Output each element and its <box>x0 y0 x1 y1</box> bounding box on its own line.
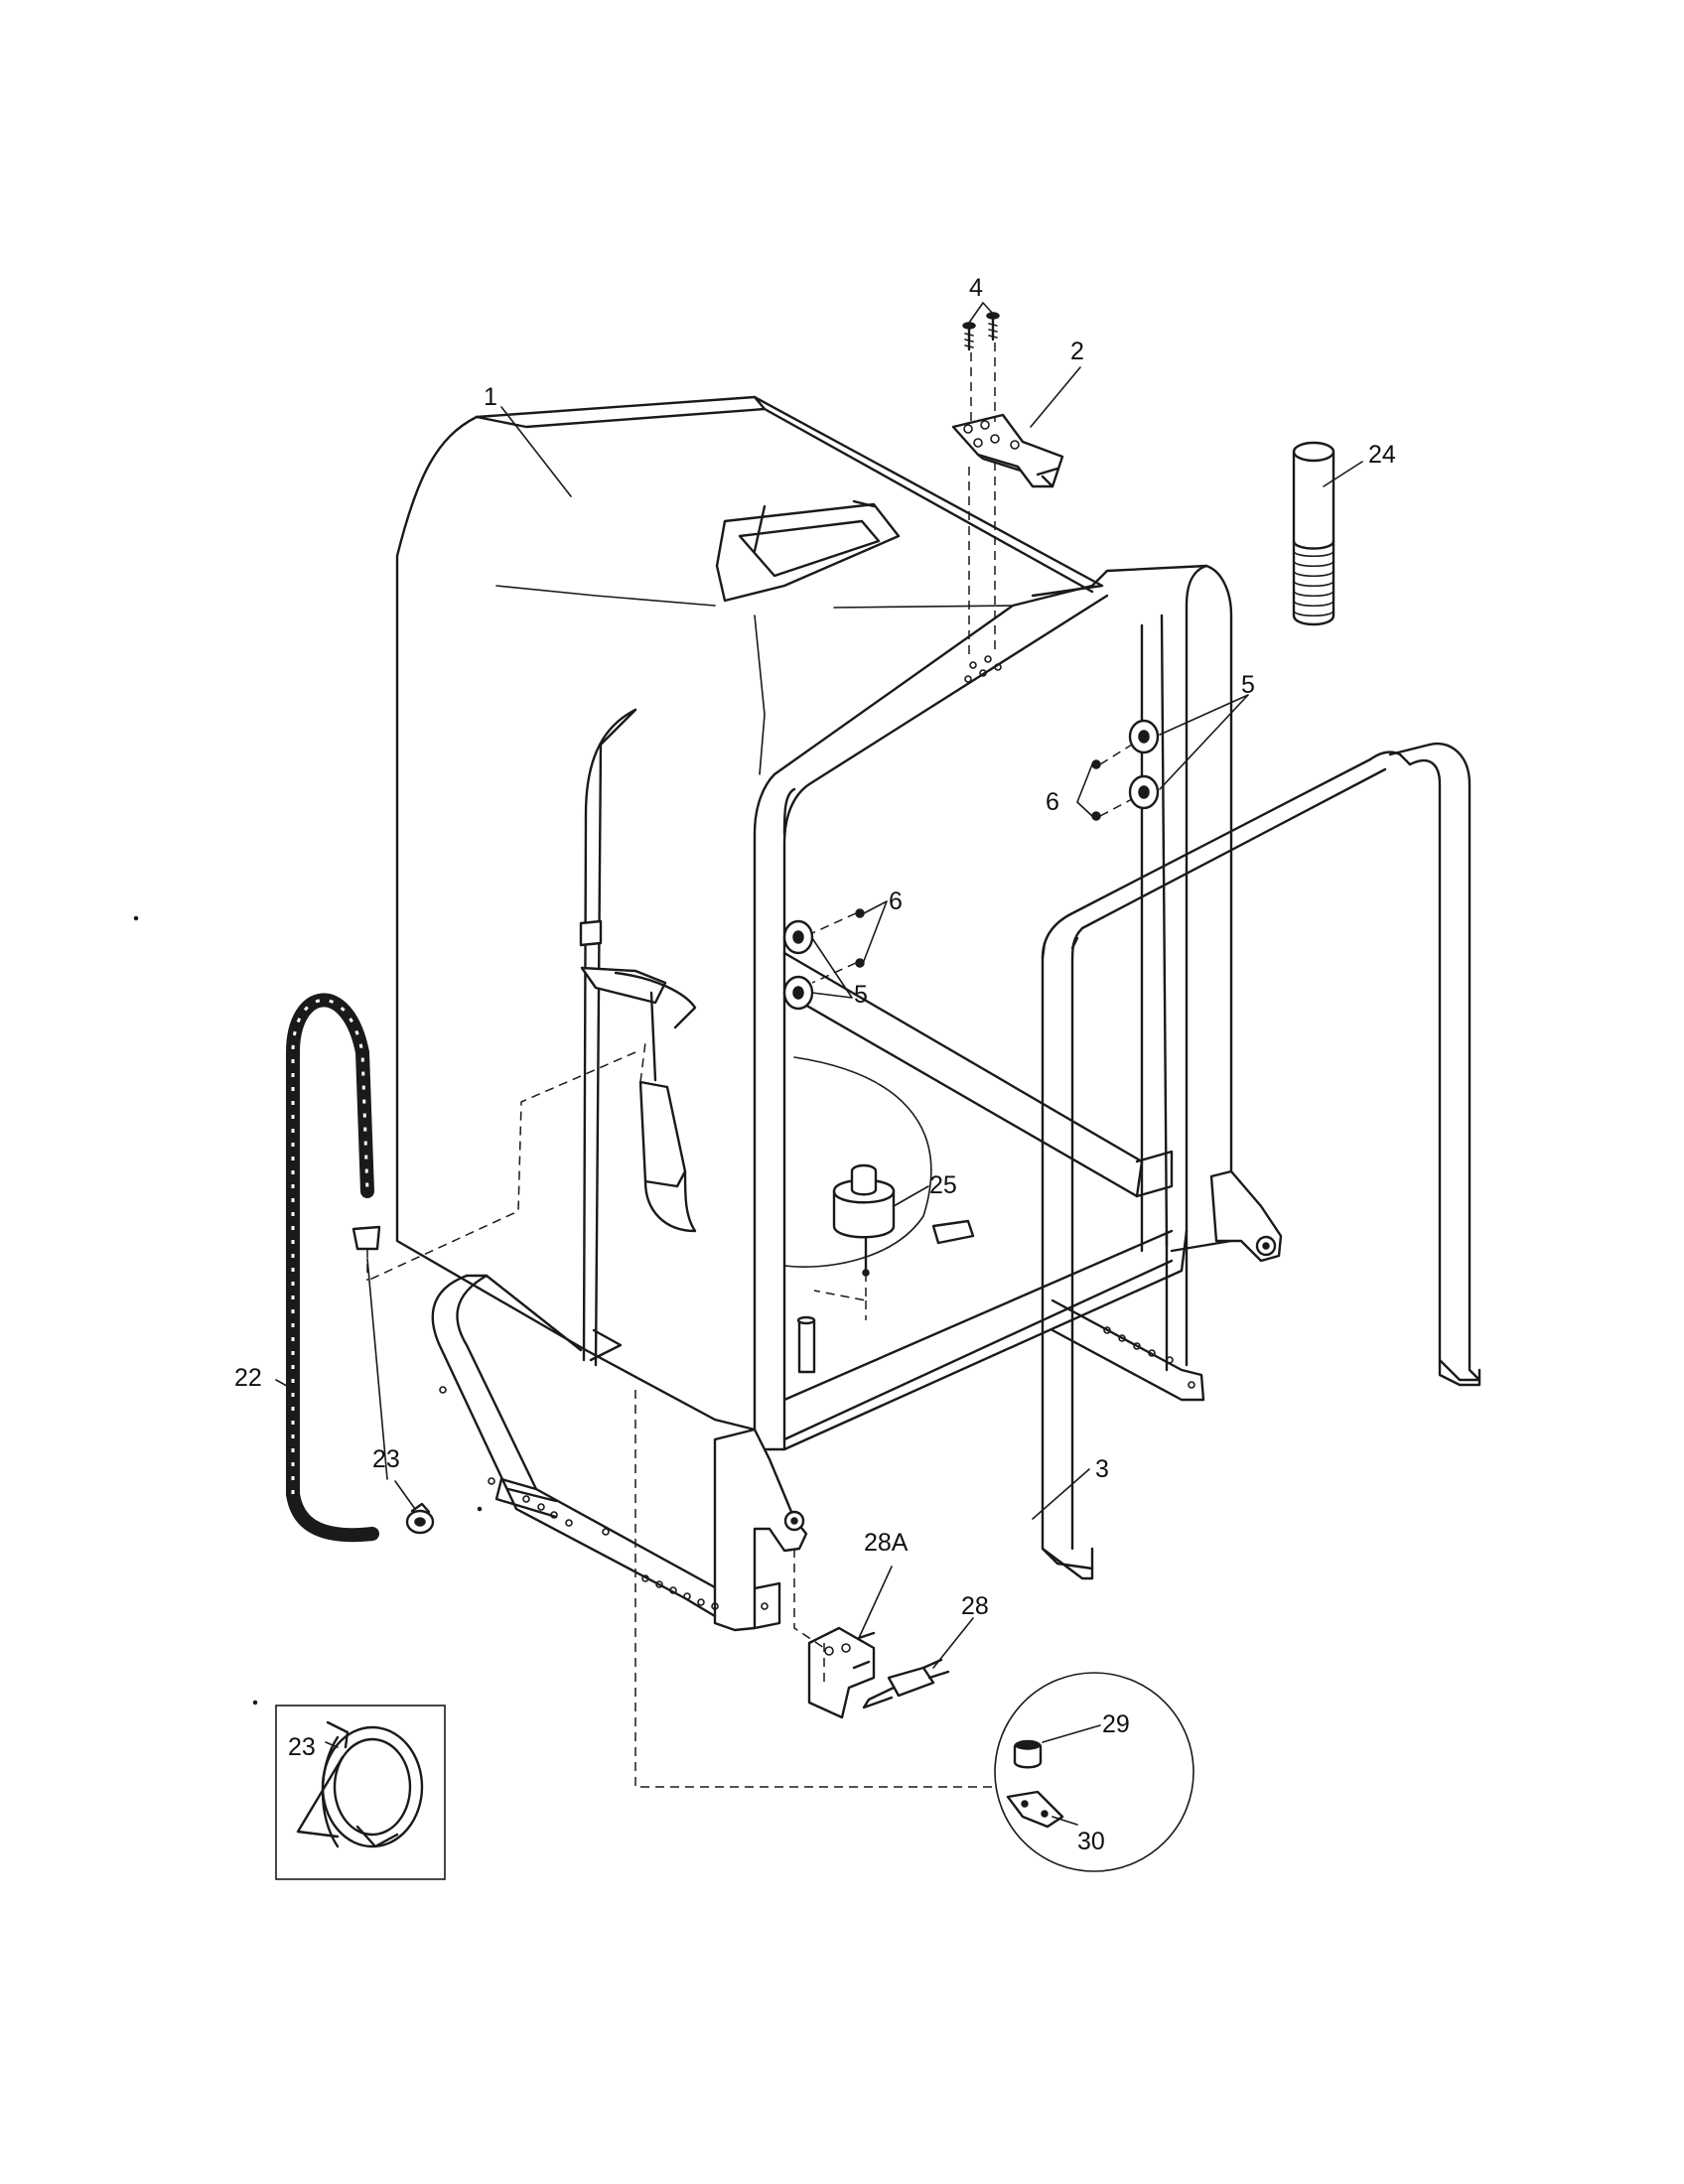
assembly-lines <box>366 342 996 1788</box>
callout-5-lower: 5 <box>854 981 868 1009</box>
rollers-part-5 <box>782 719 1160 1011</box>
callout-28a: 28A <box>864 1529 909 1557</box>
callout-3: 3 <box>1095 1455 1109 1483</box>
callout-5-upper: 5 <box>1241 671 1255 699</box>
callout-22: 22 <box>234 1364 262 1392</box>
base-frame <box>431 1169 1283 1632</box>
speck-marks <box>133 915 483 1706</box>
callout-1: 1 <box>484 383 497 411</box>
thermostat-detail-circle <box>994 1672 1194 1872</box>
callout-4: 4 <box>969 274 983 302</box>
callout-29: 29 <box>1102 1710 1130 1738</box>
callout-28: 28 <box>961 1592 989 1620</box>
callout-30: 30 <box>1077 1828 1105 1855</box>
switch-part-28 <box>862 1658 950 1709</box>
callout-23: 23 <box>372 1445 400 1473</box>
callout-23-detail: 23 <box>288 1733 316 1761</box>
tub-part-1 <box>395 395 1233 1451</box>
callout-6-upper: 6 <box>1046 788 1059 816</box>
callout-25: 25 <box>929 1171 957 1199</box>
callout-labels: 1 2 4 24 5 6 6 5 25 22 23 3 28A 28 23 29… <box>234 274 1396 1855</box>
tube-part-24 <box>1292 441 1335 626</box>
screws-part-6 <box>811 744 1133 984</box>
leader-lines <box>275 302 1363 1826</box>
hose-part-22 <box>286 993 381 1543</box>
bracket-part-2 <box>951 413 1064 488</box>
clamp-part-23 <box>405 1502 435 1535</box>
float-part-25 <box>796 1163 975 1374</box>
screws-part-4 <box>962 312 1000 351</box>
switch-bracket-part-28a <box>807 1626 876 1719</box>
gasket-part-3 <box>1041 742 1481 1580</box>
clamp-detail-box <box>275 1705 446 1880</box>
callout-6-lower: 6 <box>889 887 903 915</box>
callout-2: 2 <box>1070 338 1084 365</box>
callout-24: 24 <box>1368 441 1396 469</box>
